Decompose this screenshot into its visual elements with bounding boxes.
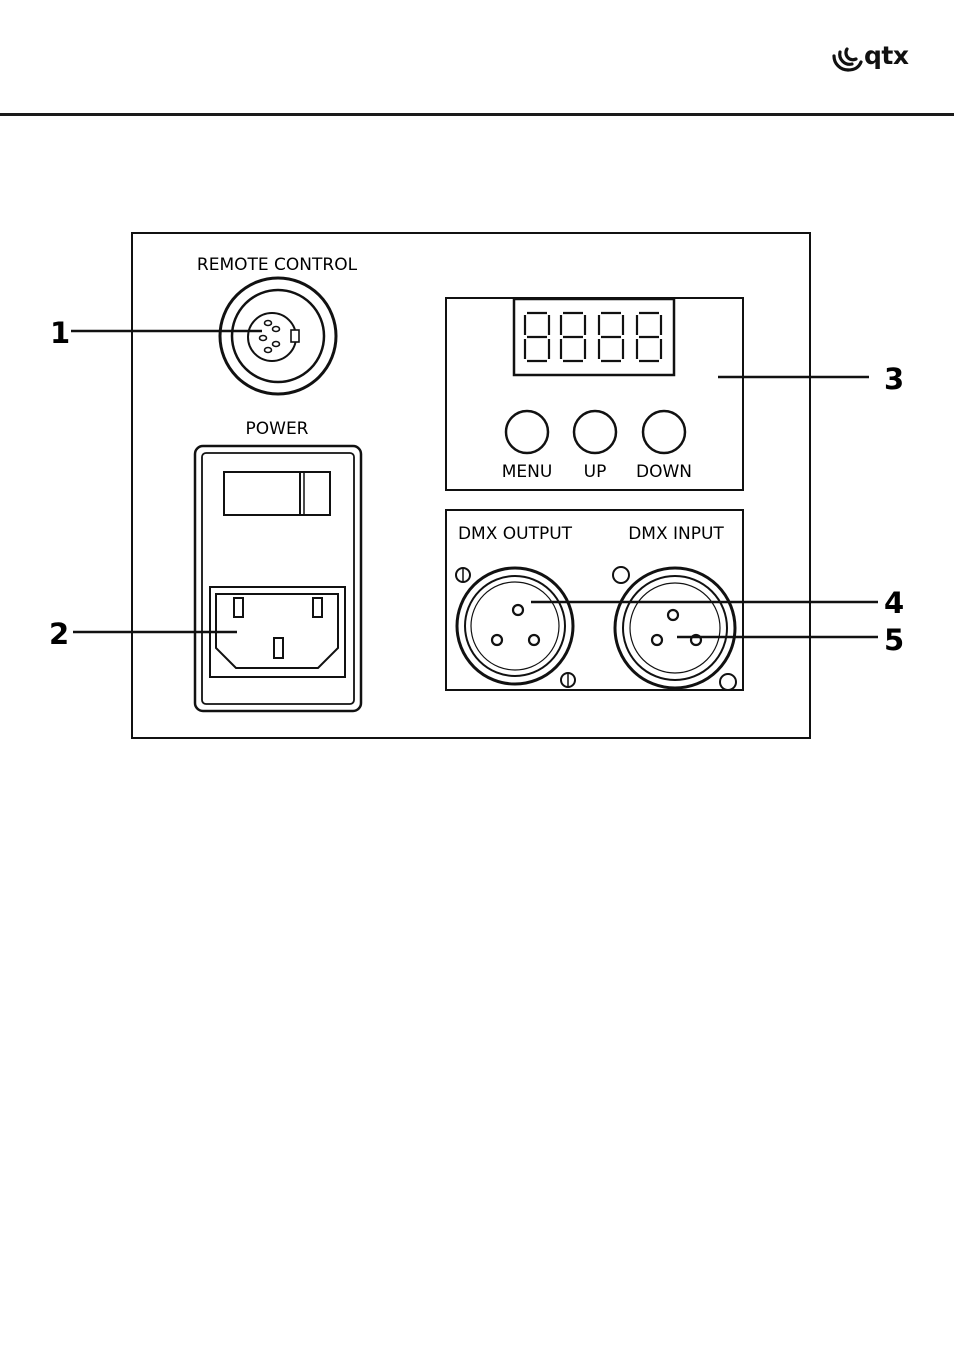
callout-1: 1 — [50, 316, 70, 350]
dmx-input-connector — [613, 567, 736, 690]
dmx-output-label: DMX OUTPUT — [458, 524, 573, 544]
callout-4: 4 — [884, 586, 904, 620]
down-button[interactable] — [643, 411, 685, 453]
power-switch[interactable] — [224, 472, 330, 515]
control-display-box: 8888 MENU UP DOWN — [446, 298, 743, 490]
remote-control-socket — [220, 278, 336, 394]
dmx-input-label: DMX INPUT — [628, 524, 724, 544]
remote-control-label: REMOTE CONTROL — [197, 255, 358, 275]
seven-segment-display — [525, 313, 661, 361]
menu-button[interactable] — [506, 411, 548, 453]
callout-5: 5 — [884, 623, 904, 657]
down-button-label: DOWN — [636, 462, 692, 482]
callout-3: 3 — [884, 362, 904, 396]
power-inlet-module — [195, 446, 361, 711]
callout-2: 2 — [49, 617, 69, 651]
dmx-connector-box: DMX OUTPUT DMX INPUT — [446, 510, 743, 690]
up-button[interactable] — [574, 411, 616, 453]
dmx-output-connector — [456, 568, 575, 687]
menu-button-label: MENU — [502, 462, 553, 482]
power-label: POWER — [246, 419, 309, 439]
up-button-label: UP — [584, 462, 607, 482]
callout-leaders — [71, 331, 878, 637]
